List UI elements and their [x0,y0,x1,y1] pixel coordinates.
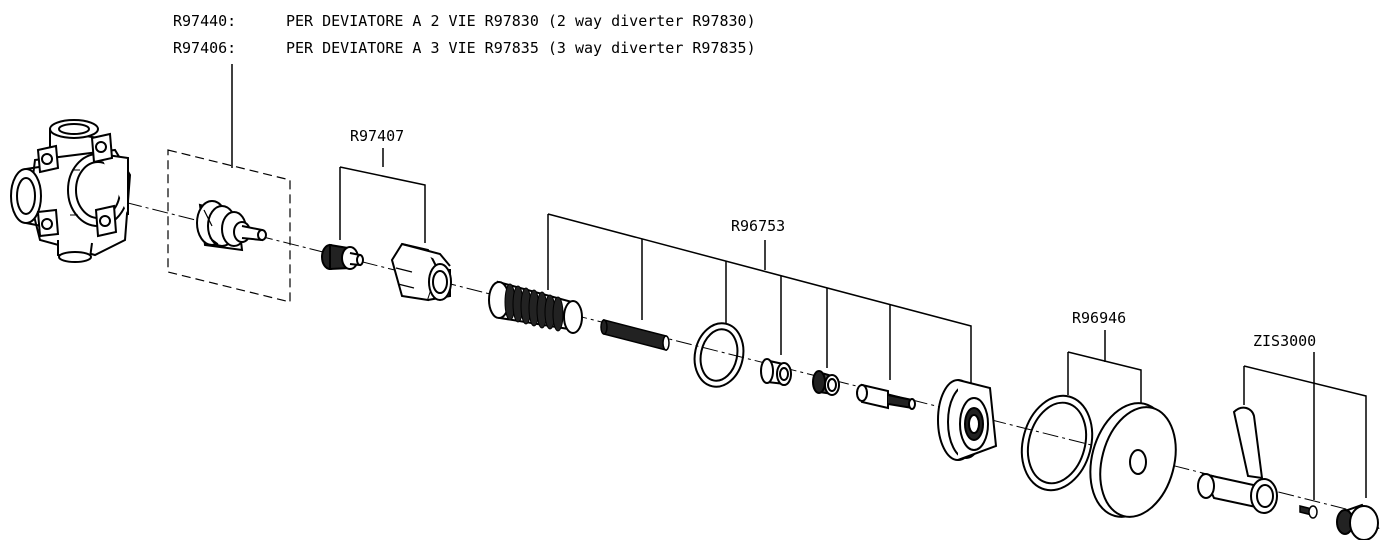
cartridge-dashed-box [167,64,291,303]
bonnet-flange-part [937,379,998,461]
spring-part [600,319,670,351]
bushing-part [760,358,792,386]
small-ring-part [812,370,840,396]
r97407-group: R97407 [339,127,426,243]
oring-cover-part [1020,394,1094,492]
valve-body [10,119,132,263]
cartridge-part [196,200,267,252]
zis3000-group: ZIS3000 [1243,332,1367,500]
callout-zis3000: ZIS3000 [1253,332,1316,350]
callout-r96753: R96753 [731,217,785,235]
escutcheon-plate-part [1089,402,1177,518]
threaded-sleeve-part [488,280,583,334]
r96753-group: R96753 [547,213,972,385]
header-line-2-text: PER DEVIATORE A 3 VIE R97835 (3 way dive… [286,39,756,57]
oring-large-part [693,322,745,388]
r96946-group: R96946 [1067,309,1142,418]
header-line-1-code: R97440: [173,12,236,30]
cap-part [1336,503,1380,540]
callout-r96946: R96946 [1072,309,1126,327]
spindle-part [321,243,364,271]
screw-part [1299,505,1318,519]
header-line-1-text: PER DEVIATORE A 2 VIE R97830 (2 way dive… [286,12,756,30]
lever-handle-part [1197,406,1278,514]
callout-r97407: R97407 [350,127,404,145]
stem-pin-part [856,383,916,410]
hex-nut-part [390,242,452,302]
header-line-2-code: R97406: [173,39,236,57]
